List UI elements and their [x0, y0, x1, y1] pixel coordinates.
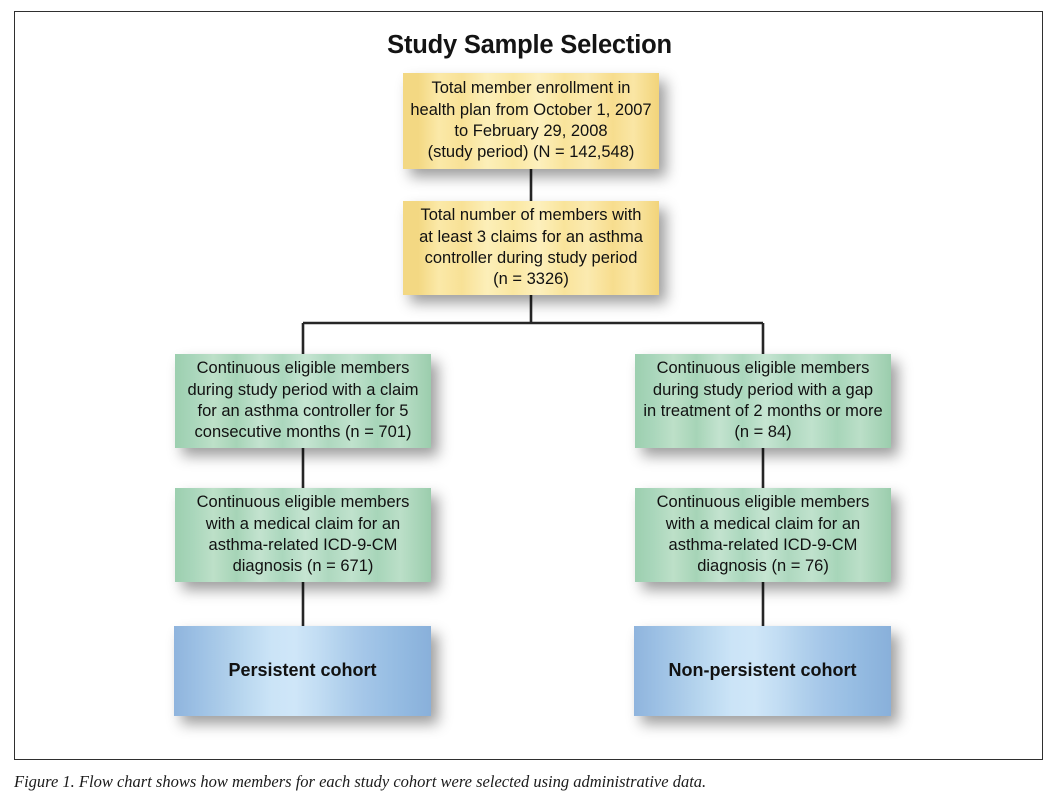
node-persistent-diagnosis-label: Continuous eligible members with a medic… — [196, 493, 410, 576]
node-enrollment[interactable]: Total member enrollment in health plan f… — [403, 73, 659, 169]
page-title: Study Sample Selection — [387, 31, 672, 59]
node-nonpersistent-eligible[interactable]: Continuous eligible members during study… — [635, 354, 891, 448]
node-nonpersistent-eligible-label: Continuous eligible members during study… — [643, 359, 883, 442]
node-persistent-eligible[interactable]: Continuous eligible members during study… — [175, 354, 431, 448]
node-enrollment-label: Total member enrollment in health plan f… — [410, 79, 652, 162]
node-nonpersistent-diagnosis-label: Continuous eligible members with a medic… — [656, 493, 870, 576]
node-persistent-eligible-label: Continuous eligible members during study… — [187, 359, 419, 442]
figure-frame: Study Sample Selection Total member — [14, 11, 1043, 760]
node-controller-claims[interactable]: Total number of members with at least 3 … — [403, 201, 659, 295]
node-persistent-cohort-label: Persistent cohort — [228, 660, 377, 681]
node-nonpersistent-diagnosis[interactable]: Continuous eligible members with a medic… — [635, 488, 891, 582]
figure-caption: Figure 1. Flow chart shows how members f… — [14, 772, 707, 791]
node-persistent-diagnosis[interactable]: Continuous eligible members with a medic… — [175, 488, 431, 582]
node-nonpersistent-cohort-label: Non-persistent cohort — [668, 660, 857, 681]
node-controller-claims-label: Total number of members with at least 3 … — [419, 206, 643, 289]
node-nonpersistent-cohort[interactable]: Non-persistent cohort — [634, 626, 891, 716]
node-persistent-cohort[interactable]: Persistent cohort — [174, 626, 431, 716]
